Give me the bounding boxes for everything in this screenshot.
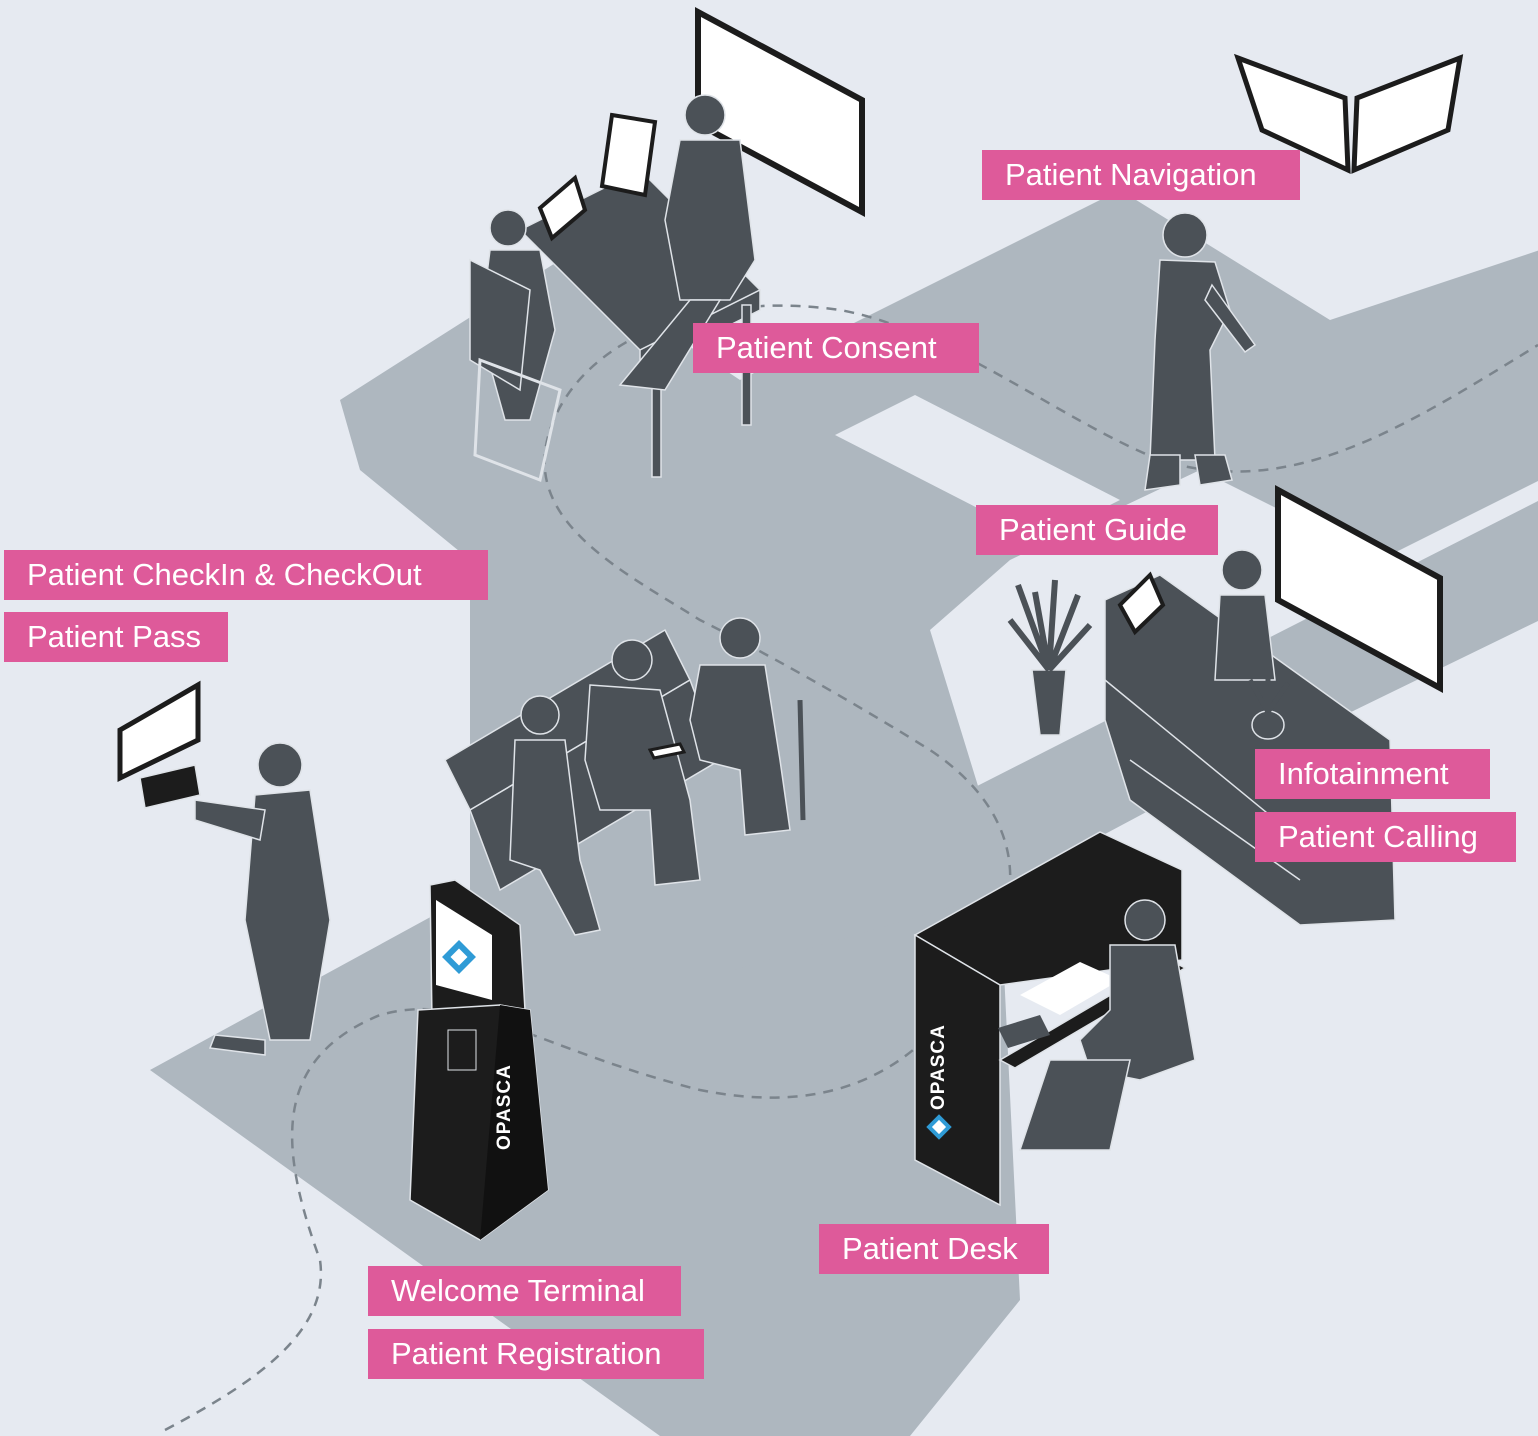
label-welcome: Welcome Terminal — [368, 1266, 681, 1316]
checkin-screen — [117, 680, 201, 782]
label-guide: Patient Guide — [976, 505, 1218, 555]
person-waiting-1 — [509, 695, 601, 936]
person-waiting-3 — [689, 617, 806, 836]
walking-path — [164, 304, 1538, 1432]
wall-screen-reception — [1275, 484, 1443, 694]
wall-screen-consent — [695, 6, 865, 218]
clipboard-icon — [599, 112, 658, 198]
person-consent-patient — [469, 209, 562, 483]
plant-icon — [1007, 579, 1093, 736]
nav-screen-right — [1351, 54, 1464, 174]
label-navigation: Patient Navigation — [982, 150, 1300, 200]
person-waiting-2 — [584, 639, 701, 886]
person-walking — [1144, 212, 1257, 491]
phone-icon — [647, 742, 687, 760]
welcome-kiosk — [409, 879, 549, 1241]
person-receptionist — [1214, 549, 1276, 681]
label-registration: Patient Registration — [368, 1329, 704, 1379]
label-calling: Patient Calling — [1255, 812, 1516, 862]
opasca-logo-icon — [442, 940, 476, 974]
nav-screen-left — [1233, 53, 1351, 174]
person-desk — [1018, 899, 1196, 1151]
desk-brand-text: OPASCA — [928, 1024, 949, 1110]
label-infotainment: Infotainment — [1255, 749, 1490, 799]
label-desk: Patient Desk — [819, 1224, 1049, 1274]
tablet-icon — [537, 174, 588, 242]
label-checkin: Patient CheckIn & CheckOut — [4, 550, 488, 600]
reception-tablet-icon — [1117, 571, 1166, 636]
kiosk-brand-text: OPASCA — [494, 1064, 515, 1150]
plant-small-icon — [1247, 672, 1291, 740]
card-reader-icon — [139, 764, 201, 809]
label-pass: Patient Pass — [4, 612, 228, 662]
person-consent-doctor — [618, 94, 756, 391]
person-checkin — [194, 742, 331, 1056]
floor-cutout — [835, 395, 1120, 540]
label-consent: Patient Consent — [693, 323, 979, 373]
